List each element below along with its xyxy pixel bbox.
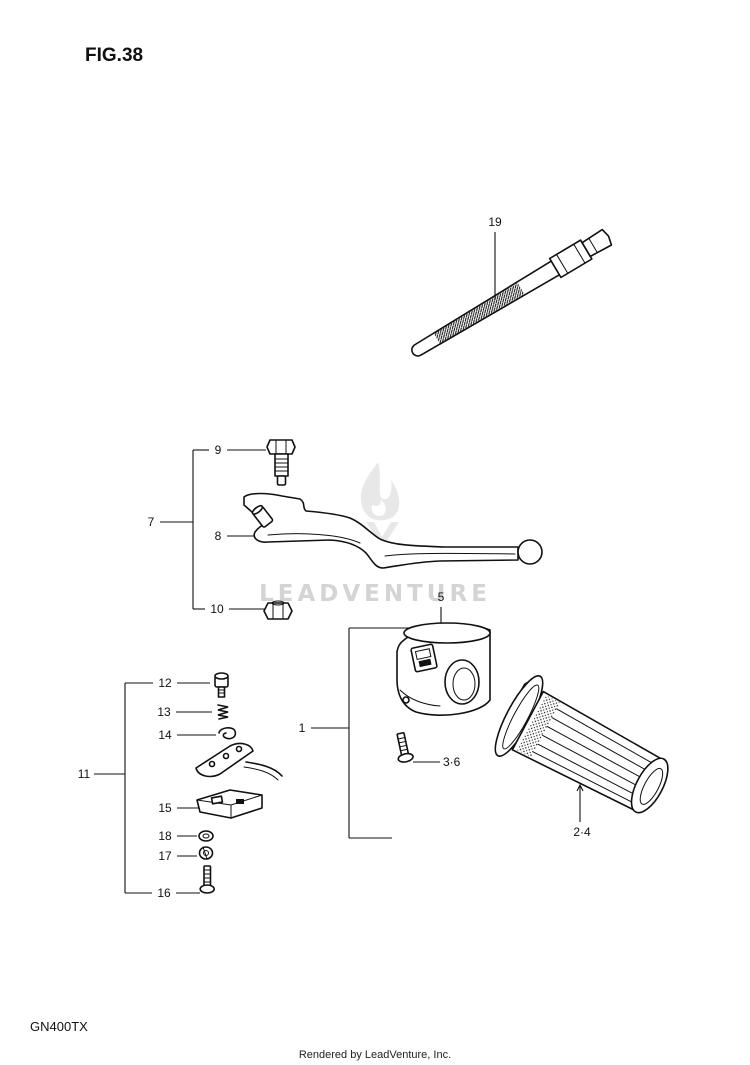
clip-part-14 bbox=[218, 727, 237, 740]
grip-part-2-4 bbox=[494, 675, 669, 814]
pin-part-8 bbox=[251, 504, 274, 528]
callout-11: 11 bbox=[78, 767, 91, 781]
callout-3-6: 3·6 bbox=[443, 755, 461, 769]
callout-10: 10 bbox=[210, 602, 224, 616]
callout-8: 8 bbox=[215, 529, 222, 543]
callout-17: 17 bbox=[158, 849, 172, 863]
screw-part-16 bbox=[199, 865, 215, 894]
model-code: GN400TX bbox=[30, 1019, 88, 1034]
callout-1: 1 bbox=[299, 721, 306, 735]
leader-lines-7 bbox=[160, 449, 266, 610]
leader-lines-11 bbox=[94, 682, 216, 894]
washer-part-18 bbox=[198, 830, 214, 842]
callout-15: 15 bbox=[158, 801, 172, 815]
strap-part-19 bbox=[411, 228, 613, 357]
leader-lines-1 bbox=[311, 607, 584, 839]
lock-washer-part-17 bbox=[198, 846, 214, 860]
screw-part-3-6 bbox=[396, 732, 414, 763]
switch-plate-part bbox=[195, 742, 283, 781]
switch-housing-part-5 bbox=[396, 622, 491, 716]
credit-line: Rendered by LeadVenture, Inc. bbox=[299, 1049, 451, 1061]
lever-part-7 bbox=[243, 492, 543, 569]
callout-19: 19 bbox=[488, 215, 502, 229]
callout-14: 14 bbox=[158, 728, 172, 742]
callout-16: 16 bbox=[157, 886, 171, 900]
watermark-text: LEADVENTURE bbox=[259, 581, 491, 607]
bolt-part-9 bbox=[266, 439, 296, 486]
callout-18: 18 bbox=[158, 829, 172, 843]
callout-13: 13 bbox=[157, 705, 171, 719]
nut-part-10 bbox=[263, 600, 293, 620]
spring-part-13 bbox=[217, 704, 229, 720]
callout-12: 12 bbox=[158, 676, 172, 690]
callout-7: 7 bbox=[148, 515, 155, 529]
switch-body-part-15 bbox=[196, 789, 263, 819]
callout-9: 9 bbox=[215, 443, 222, 457]
figure-title: FIG.38 bbox=[85, 45, 143, 66]
callout-5: 5 bbox=[438, 590, 445, 604]
watermark-logo bbox=[360, 462, 400, 548]
adjuster-part-12 bbox=[214, 672, 229, 698]
callout-2-4: 2·4 bbox=[573, 825, 591, 839]
